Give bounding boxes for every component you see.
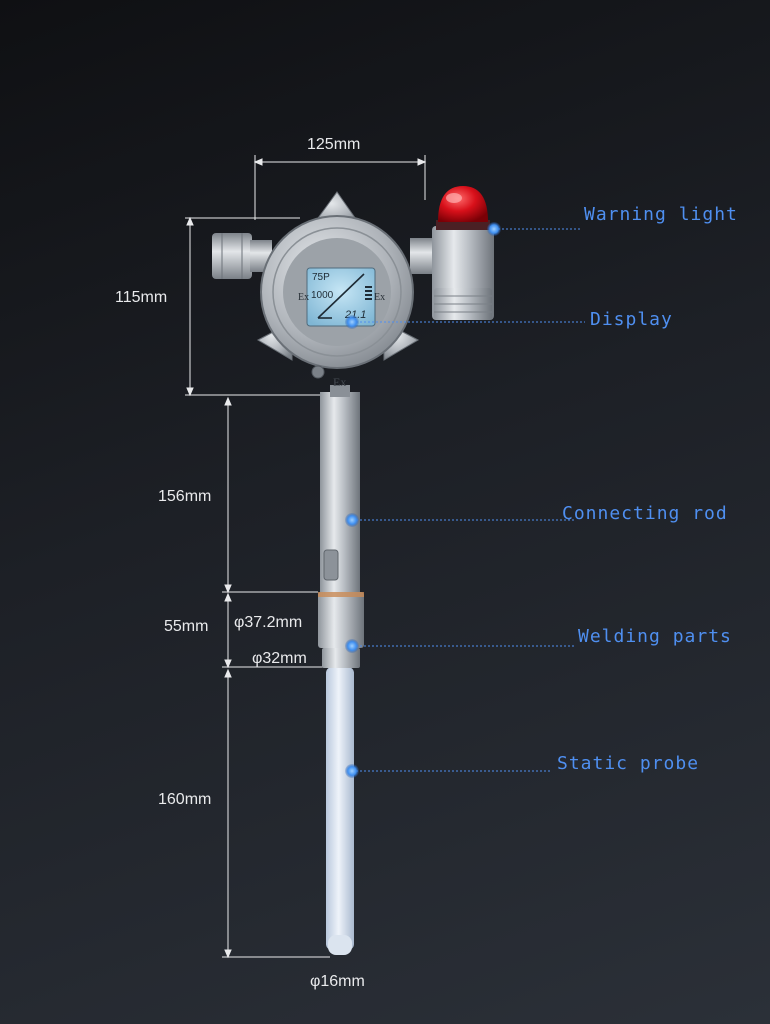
callout-static-probe: Static probe — [557, 753, 700, 774]
dim-width-top: 125mm — [307, 136, 361, 153]
welding-parts — [318, 592, 364, 668]
dim-height-head: 115mm — [115, 289, 168, 306]
warning-light-dome — [438, 186, 488, 222]
warning-light-body — [410, 220, 494, 320]
warning-light-dot — [487, 222, 501, 236]
lcd-top-left: 75P — [312, 272, 330, 283]
lcd-middle-left: 1000 — [311, 290, 334, 301]
connecting-rod-dot — [345, 513, 359, 527]
connecting-rod — [320, 385, 360, 592]
dim-probe-diameter: φ16mm — [310, 973, 365, 990]
callout-display: Display — [590, 309, 673, 330]
callout-leaders — [352, 228, 585, 772]
dim-rod-length: 156mm — [158, 488, 212, 505]
welding-parts-dot — [345, 639, 359, 653]
dim-probe-length: 160mm — [158, 791, 212, 808]
callout-warning-light: Warning light — [584, 204, 738, 225]
callout-welding-parts: Welding parts — [578, 626, 732, 647]
callout-connecting-rod: Connecting rod — [562, 503, 728, 524]
lcd-display — [306, 267, 376, 327]
dimension-lines — [185, 155, 427, 959]
lcd-ex-left: Ex — [298, 292, 309, 303]
housing-ex-mark: Ex — [333, 375, 346, 389]
lcd-ex-right: Ex — [374, 292, 385, 303]
dim-welding-outer-diameter: φ37.2mm — [234, 614, 303, 631]
static-probe — [326, 667, 354, 955]
callout-dots — [345, 222, 501, 778]
dim-welding-inner-diameter: φ32mm — [252, 650, 307, 667]
display-dot — [345, 315, 359, 329]
static-probe-dot — [345, 764, 359, 778]
cable-gland — [212, 233, 272, 279]
dim-welding-length: 55mm — [164, 618, 209, 635]
